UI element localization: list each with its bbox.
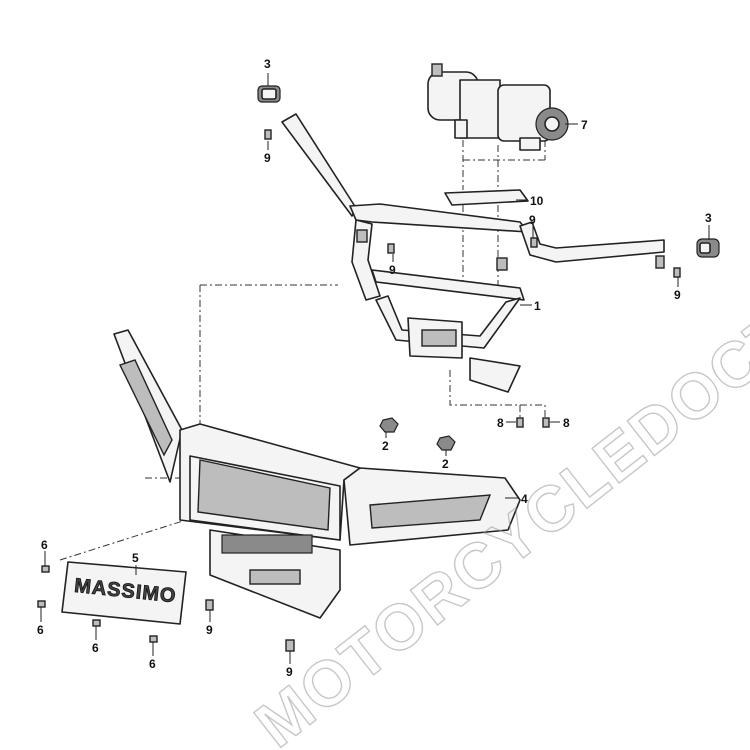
screw-8a	[516, 417, 524, 428]
callout-4: 4	[521, 492, 528, 506]
callout-10: 10	[530, 194, 544, 208]
callout-9d: 9	[674, 288, 681, 302]
bumper-cover	[179, 423, 521, 619]
callout-labels: 3 9 7 10 9 9 3 9 1 2 2 8 8 4 5 6 6 6 6 9…	[37, 57, 712, 679]
callout-3a: 3	[264, 57, 271, 71]
callout-6b: 6	[37, 623, 44, 637]
callout-2b: 2	[442, 457, 449, 471]
callout-leaders	[40, 73, 710, 664]
callout-9f: 9	[286, 665, 293, 679]
logo-plate: MASSIMO	[61, 561, 187, 625]
screw-6b	[37, 600, 46, 608]
callout-6d: 6	[149, 657, 156, 671]
callout-9e: 9	[206, 623, 213, 637]
screw-9c	[530, 237, 538, 248]
callout-7: 7	[581, 118, 588, 132]
winch-mount-plate	[444, 189, 529, 206]
assembly-guide-lines	[59, 140, 546, 561]
screw-9b	[387, 243, 395, 254]
callout-6a: 6	[41, 538, 48, 552]
winch-assembly	[427, 63, 569, 151]
screw-6c	[92, 619, 101, 627]
front-bumper-tube	[281, 113, 665, 393]
screw-9f	[285, 639, 295, 652]
tube-end-cap-right	[696, 238, 720, 258]
screw-8b	[542, 417, 550, 428]
screw-6a	[41, 565, 50, 573]
callout-2a: 2	[382, 439, 389, 453]
tube-end-cap-left	[257, 85, 281, 103]
callout-6c: 6	[92, 641, 99, 655]
screw-9e	[205, 599, 214, 611]
flange-bolt-2a	[379, 417, 399, 433]
callout-5: 5	[132, 551, 139, 565]
callout-1: 1	[534, 299, 541, 313]
bumper-side-panel-left	[113, 329, 183, 483]
callout-8a: 8	[497, 416, 504, 430]
screw-9d	[673, 267, 681, 278]
callout-9c: 9	[529, 213, 536, 227]
callout-9b: 9	[389, 263, 396, 277]
callout-8b: 8	[563, 416, 570, 430]
fasteners	[37, 129, 681, 652]
callout-9a: 9	[264, 151, 271, 165]
screw-9a	[264, 129, 272, 140]
flange-bolt-2b	[436, 435, 456, 451]
callout-3b: 3	[705, 211, 712, 225]
screw-6d	[149, 635, 158, 643]
